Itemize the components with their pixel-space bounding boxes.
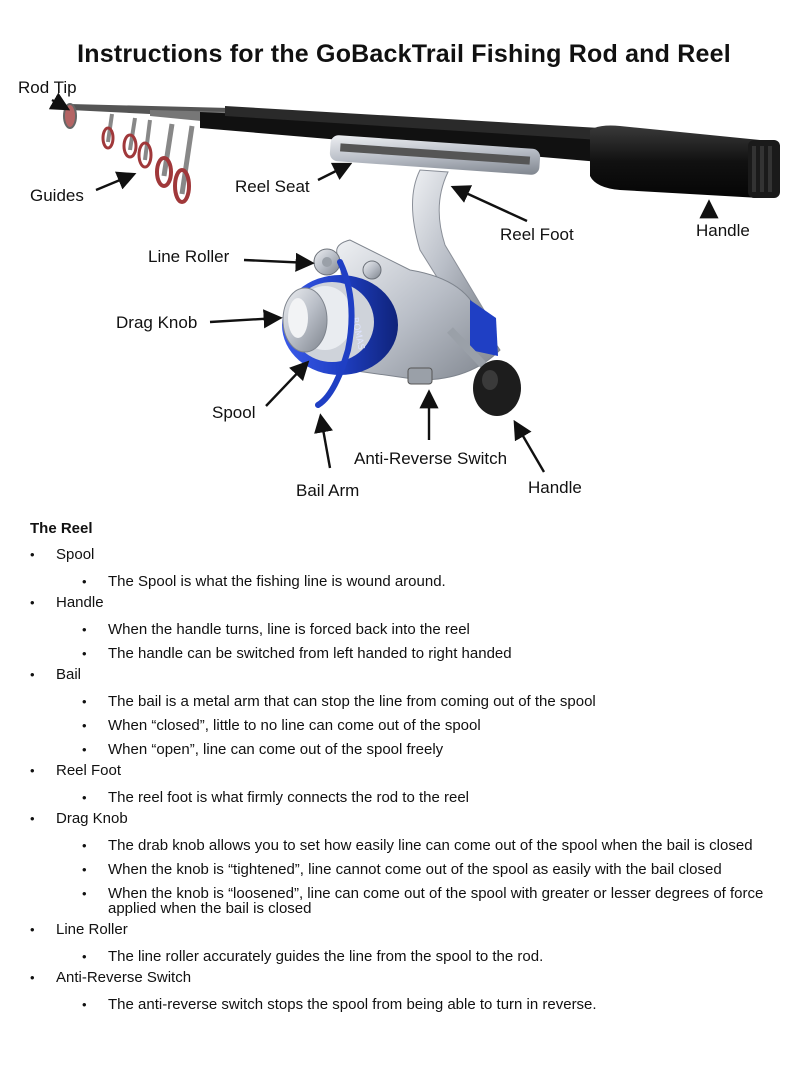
list-item: Drag KnobThe drab knob allows you to set… — [30, 809, 800, 916]
bullet-list: The Spool is what the fishing line is wo… — [30, 574, 800, 589]
list-item: HandleWhen the handle turns, line is for… — [30, 593, 800, 661]
bullet-item: The handle can be switched from left han… — [30, 646, 800, 661]
reel-parts-list: SpoolThe Spool is what the fishing line … — [30, 541, 800, 1012]
label-bail-arm: Bail Arm — [296, 481, 360, 500]
bail-arm-icon — [315, 259, 355, 408]
section-name: Line Roller — [30, 920, 800, 940]
label-guides: Guides — [30, 186, 84, 205]
bullet-list: When the handle turns, line is forced ba… — [30, 622, 800, 661]
section-name: Anti-Reverse Switch — [30, 968, 800, 988]
reel-seat-hardware — [329, 135, 541, 175]
arrow-rod-tip — [48, 92, 71, 111]
label-reel-foot: Reel Foot — [500, 225, 574, 244]
bullet-item: The reel foot is what firmly connects th… — [30, 790, 800, 805]
rod-handle-grip — [590, 125, 780, 198]
rod-reel-diagram: ROMAS — [48, 92, 780, 473]
label-reel-seat: Reel Seat — [235, 177, 310, 196]
label-handle-rod: Handle — [696, 221, 750, 240]
arrow-reel-seat — [317, 162, 353, 182]
arrow-bail-arm — [314, 413, 333, 469]
list-item: Reel FootThe reel foot is what firmly co… — [30, 761, 800, 805]
bullet-list: The line roller accurately guides the li… — [30, 949, 800, 964]
bullet-list: The drab knob allows you to set how easi… — [30, 838, 800, 916]
label-handle-reel: Handle — [528, 478, 582, 497]
arrow-handle-reel — [513, 419, 546, 473]
bullet-item: When “open”, line can come out of the sp… — [30, 742, 800, 757]
section-name: Spool — [30, 545, 800, 565]
page-title: Instructions for the GoBackTrail Fishing… — [77, 40, 731, 68]
bullet-item: The Spool is what the fishing line is wo… — [30, 574, 800, 589]
section-heading-the-reel: The Reel — [30, 520, 93, 537]
arrow-reel-foot — [450, 185, 528, 223]
list-item: Line RollerThe line roller accurately gu… — [30, 920, 800, 964]
anti-reverse-switch-icon — [407, 367, 433, 385]
callout-arrows — [48, 92, 719, 473]
bullet-item: The anti-reverse switch stops the spool … — [30, 997, 800, 1012]
reel-handle-icon — [447, 327, 521, 416]
bullet-item: The drab knob allows you to set how easi… — [30, 838, 800, 853]
bullet-item: The bail is a metal arm that can stop th… — [30, 694, 800, 709]
arrow-drag-knob — [209, 309, 283, 329]
list-item: SpoolThe Spool is what the fishing line … — [30, 545, 800, 589]
arrow-line-roller — [243, 252, 315, 272]
arrow-spool — [265, 360, 310, 407]
bullet-list: The anti-reverse switch stops the spool … — [30, 997, 800, 1012]
bullet-list: The bail is a metal arm that can stop th… — [30, 694, 800, 757]
bullet-item: When the handle turns, line is forced ba… — [30, 622, 800, 637]
list-item: Anti-Reverse SwitchThe anti-reverse swit… — [30, 968, 800, 1012]
section-name: Handle — [30, 593, 800, 613]
label-spool: Spool — [212, 403, 256, 422]
guides-icon — [101, 113, 195, 204]
label-rod-tip: Rod Tip — [18, 78, 77, 97]
drag-knob-icon — [282, 287, 328, 353]
section-name: Drag Knob — [30, 809, 800, 829]
bullet-list: The reel foot is what firmly connects th… — [30, 790, 800, 805]
list-item: BailThe bail is a metal arm that can sto… — [30, 665, 800, 757]
bullet-item: When the knob is “tightened”, line canno… — [30, 862, 800, 877]
section-name: Bail — [30, 665, 800, 685]
label-anti-reverse-switch: Anti-Reverse Switch — [354, 449, 508, 468]
section-name: Reel Foot — [30, 761, 800, 781]
arrow-guides — [95, 171, 137, 192]
label-drag-knob: Drag Knob — [116, 313, 198, 332]
bullet-item: The line roller accurately guides the li… — [30, 949, 800, 964]
label-line-roller: Line Roller — [148, 247, 230, 266]
bullet-item: When “closed”, little to no line can com… — [30, 718, 800, 733]
bullet-item: When the knob is “loosened”, line can co… — [30, 886, 800, 916]
